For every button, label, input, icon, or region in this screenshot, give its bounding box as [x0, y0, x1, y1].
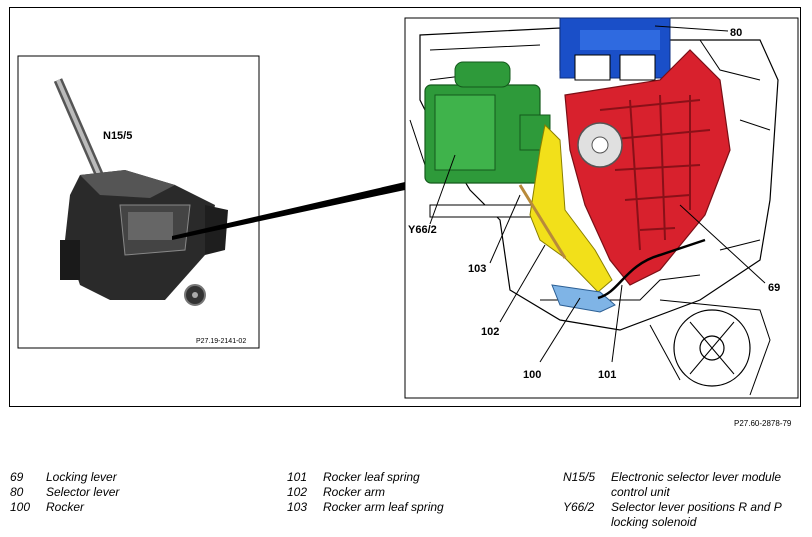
legend-text: Rocker	[46, 500, 85, 514]
label-n15-5: N15/5	[103, 130, 132, 142]
legend-num: 103	[287, 500, 308, 514]
callout-100: 100	[523, 369, 541, 381]
figure-code: P27.60-2878-79	[734, 419, 792, 428]
legend-num: 100	[10, 500, 31, 514]
legend-item: 101 Rocker leaf spring	[287, 470, 444, 485]
legend-text-cont: control unit	[611, 485, 670, 499]
legend-text: Selector lever positions R and P	[611, 500, 782, 514]
legend-text: Electronic selector lever module	[611, 470, 782, 484]
callout-102: 102	[481, 326, 499, 338]
legend-num: 69	[10, 470, 24, 484]
legend-item: 100 Rocker	[10, 500, 119, 515]
figure-frame	[9, 7, 801, 407]
legend-col-1: 69 Locking lever 80 Selector lever 100 Rock…	[10, 470, 119, 515]
callout-101: 101	[598, 369, 616, 381]
legend-num: 101	[287, 470, 308, 484]
legend-col-2: 101 Rocker leaf spring 102 Rocker arm 103 R…	[287, 470, 444, 515]
legend-col-3: N15/5 Electronic selector lever module co…	[563, 470, 782, 530]
callout-y66-2: Y66/2	[408, 224, 437, 236]
inset-code: P27.19-2141-02	[196, 338, 246, 345]
callout-103: 103	[468, 263, 486, 275]
legend-item: 102 Rocker arm	[287, 485, 444, 500]
legend-text: Locking lever	[46, 470, 117, 484]
legend-item: locking solenoid	[563, 515, 782, 530]
legend-item: 103 Rocker arm leaf spring	[287, 500, 444, 515]
pointer-line	[172, 182, 405, 240]
legend-num: 80	[10, 485, 24, 499]
legend-num: Y66/2	[563, 500, 595, 514]
callout-69: 69	[768, 282, 780, 294]
legend-text-cont: locking solenoid	[611, 515, 697, 529]
callout-80: 80	[730, 27, 742, 39]
selector-module-drawing	[53, 78, 228, 306]
legend-text: Rocker arm	[323, 485, 386, 499]
legend-num: N15/5	[563, 470, 596, 484]
legend-text: Rocker leaf spring	[323, 470, 420, 484]
legend-num: 102	[287, 485, 308, 499]
detail-drawing	[409, 17, 779, 396]
legend-text: Rocker arm leaf spring	[323, 500, 444, 514]
legend-text: Selector lever	[46, 485, 120, 499]
legend-item: N15/5 Electronic selector lever module	[563, 470, 782, 485]
legend-item: control unit	[563, 485, 782, 500]
leader-lines	[429, 25, 766, 363]
legend-item: 80 Selector lever	[10, 485, 119, 500]
legend-item: Y66/2 Selector lever positions R and P	[563, 500, 782, 515]
legend-item: 69 Locking lever	[10, 470, 119, 485]
